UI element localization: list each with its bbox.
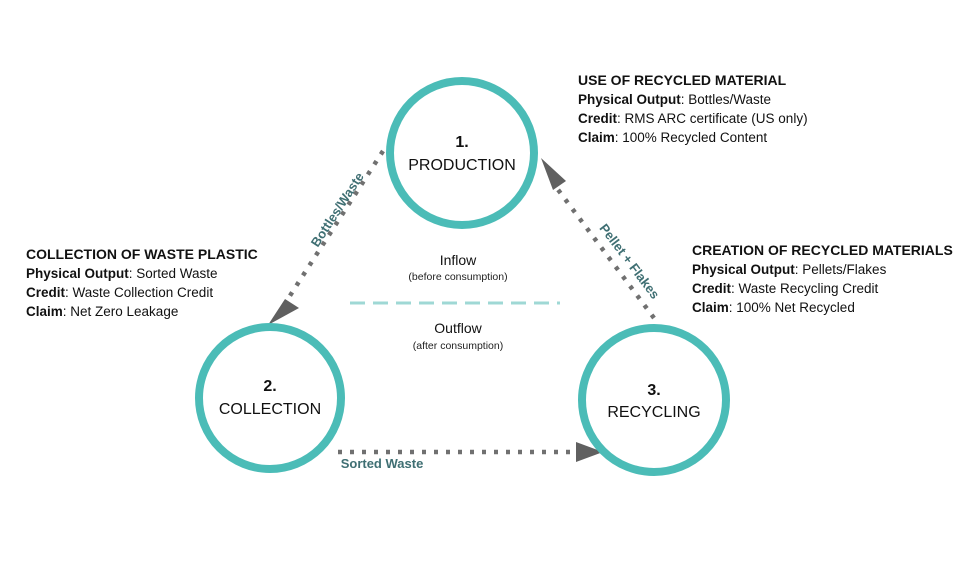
collection-title: COLLECTION [219,401,321,418]
edge-label-sorted-waste: Sorted Waste [341,456,424,471]
info-use-row-claim: Claim: 100% Recycled Content [578,128,808,147]
info-collection-value-claim: : Net Zero Leakage [62,304,179,319]
info-collection-key-output: Physical Output [26,266,129,281]
info-collection-row-claim: Claim: Net Zero Leakage [26,302,258,321]
connector-recycling-to-production [551,181,656,320]
edge-label-bottles-waste: Bottles/Waste [308,170,367,250]
info-creation-value-credit: : Waste Recycling Credit [731,281,879,296]
recycling-ring [578,324,730,476]
production-ring [386,77,538,229]
production-number: 1. [455,134,468,151]
info-use-value-output: : Bottles/Waste [680,92,772,107]
arrowhead-to-production [541,158,566,190]
info-collection-key-claim: Claim [26,304,63,319]
outflow-subtitle: (after consumption) [413,340,503,352]
info-use-row-credit: Credit: RMS ARC certificate (US only) [578,109,808,128]
info-creation-key-claim: Claim [692,300,729,315]
arrowhead-to-recycling [576,442,603,462]
recycling-number: 3. [647,382,660,399]
inflow-title: Inflow [440,252,477,268]
info-use-value-claim: : 100% Recycled Content [614,130,768,145]
info-creation-of-recycled-materials: CREATION OF RECYCLED MATERIALS Physical … [692,241,953,317]
info-collection-row-output: Physical Output: Sorted Waste [26,264,258,283]
edge-label-pellet-flakes: Pellet + Flakes [597,221,663,302]
info-collection-value-credit: : Waste Collection Credit [65,285,214,300]
production-title: PRODUCTION [408,157,516,174]
info-creation-key-credit: Credit [692,281,732,296]
collection-ring [195,323,345,473]
info-collection-row-credit: Credit: Waste Collection Credit [26,283,258,302]
node-collection: 2. COLLECTION [195,323,345,473]
info-use-key-credit: Credit [578,111,618,126]
node-recycling: 3. RECYCLING [578,324,730,476]
info-creation-row-claim: Claim: 100% Net Recycled [692,298,953,317]
info-use-key-claim: Claim [578,130,615,145]
info-collection-of-waste-plastic: COLLECTION OF WASTE PLASTIC Physical Out… [26,245,258,321]
node-production: 1. PRODUCTION [386,77,538,229]
inflow-subtitle: (before consumption) [408,271,507,283]
info-use-value-credit: : RMS ARC certificate (US only) [617,111,808,126]
info-creation-value-claim: : 100% Net Recycled [728,300,855,315]
info-creation-row-credit: Credit: Waste Recycling Credit [692,279,953,298]
info-use-of-recycled-material: USE OF RECYCLED MATERIAL Physical Output… [578,71,808,147]
info-creation-row-output: Physical Output: Pellets/Flakes [692,260,953,279]
info-collection-key-credit: Credit [26,285,66,300]
arrowhead-to-collection [268,299,299,325]
collection-number: 2. [263,378,276,395]
info-use-key-output: Physical Output [578,92,681,107]
info-use-row-output: Physical Output: Bottles/Waste [578,90,808,109]
info-creation-key-output: Physical Output [692,262,795,277]
info-use-heading: USE OF RECYCLED MATERIAL [578,72,787,88]
recycling-title: RECYCLING [607,404,700,421]
info-creation-value-output: : Pellets/Flakes [794,262,887,277]
outflow-title: Outflow [434,320,482,336]
info-collection-value-output: : Sorted Waste [128,266,218,281]
info-collection-heading: COLLECTION OF WASTE PLASTIC [26,246,258,262]
info-creation-heading: CREATION OF RECYCLED MATERIALS [692,242,953,258]
